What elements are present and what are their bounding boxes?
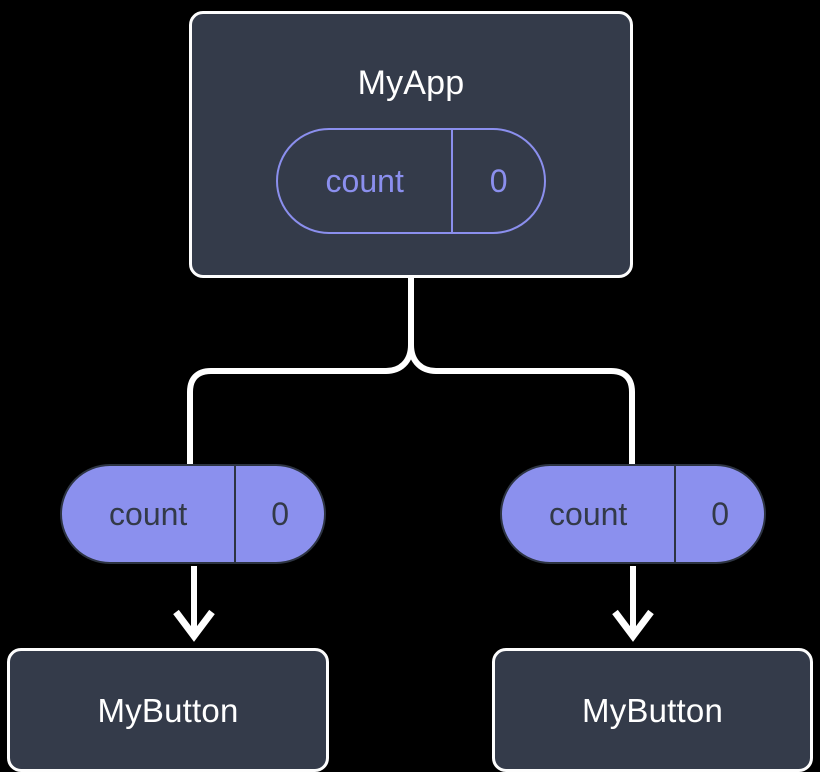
- component-label-mybutton-right: MyButton: [582, 691, 723, 729]
- branch-to-left-child: [187, 344, 414, 470]
- prop-pill-right-value: 0: [674, 466, 764, 562]
- state-pill-root-value: 0: [451, 130, 544, 232]
- prop-pill-left-value: 0: [234, 466, 324, 562]
- prop-pill-right[interactable]: count 0: [500, 464, 766, 564]
- component-node-mybutton-right[interactable]: MyButton: [492, 648, 813, 772]
- state-pill-root[interactable]: count 0: [276, 128, 546, 234]
- prop-pill-left-key: count: [109, 496, 188, 532]
- component-label-mybutton-left: MyButton: [97, 691, 239, 729]
- branch-to-right-child: [408, 344, 635, 470]
- state-pill-root-key: count: [325, 163, 404, 199]
- props-arrow-right-head: [612, 609, 654, 642]
- prop-pill-left[interactable]: count 0: [60, 464, 326, 564]
- component-label-myapp: MyApp: [357, 64, 465, 102]
- component-node-mybutton-left[interactable]: MyButton: [7, 648, 329, 772]
- props-arrow-left-head: [173, 609, 215, 642]
- prop-pill-right-key: count: [549, 496, 628, 532]
